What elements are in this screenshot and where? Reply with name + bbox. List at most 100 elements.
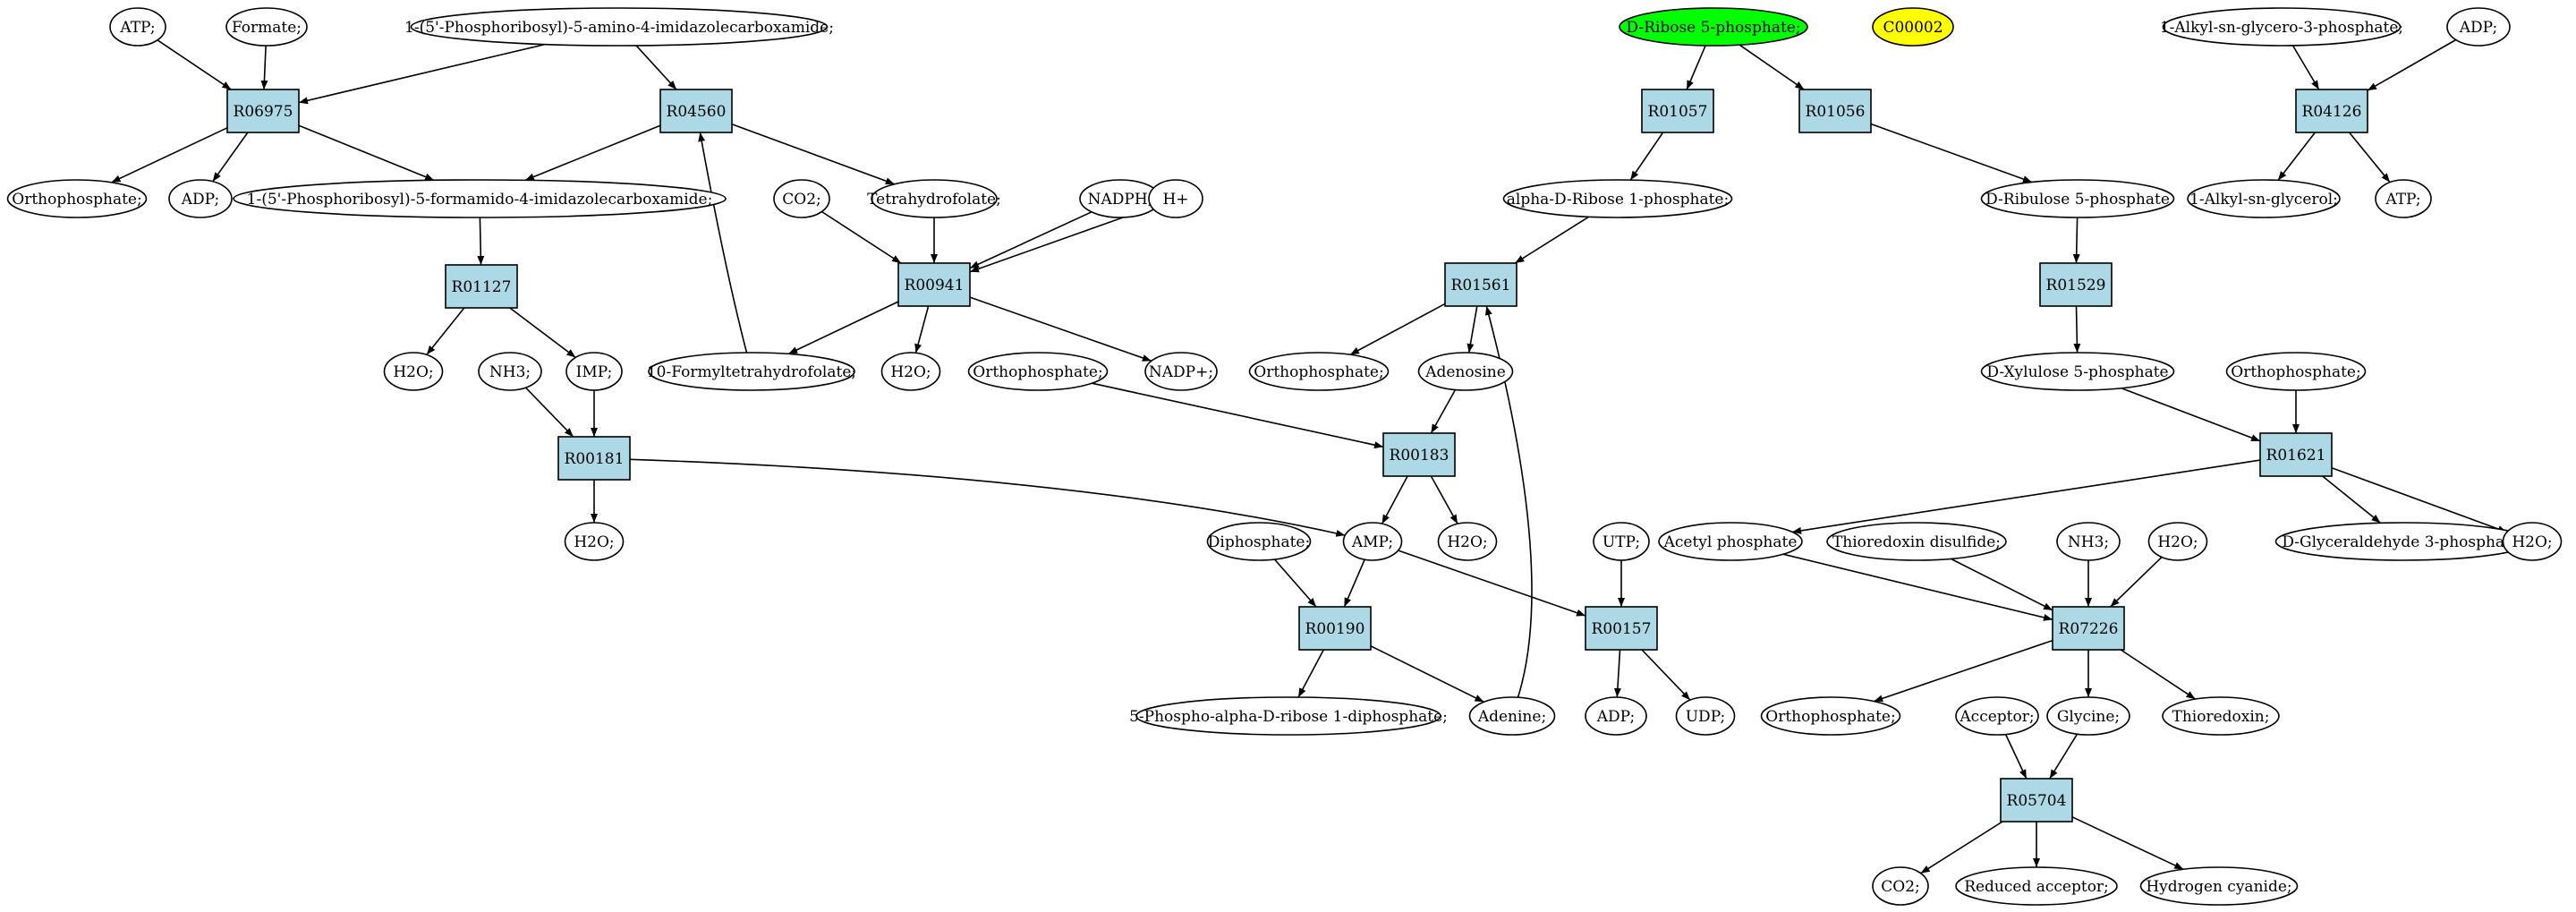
node-label: R04560 <box>667 103 727 121</box>
node-label: ATP; <box>2385 191 2420 209</box>
edge-acetylp-to-r07226 <box>1782 553 2053 621</box>
compound-node-adenosine: Adenosine <box>1417 352 1514 391</box>
node-shape <box>2052 606 2125 651</box>
edge-r00941-to-nadp <box>969 296 1152 362</box>
node-shape <box>233 179 727 218</box>
edge-r04560-to-thf <box>731 123 896 185</box>
edge-aicar-to-r06975 <box>298 43 546 105</box>
compound-node-adp2: ADP; <box>1585 696 1647 736</box>
node-label: ADP; <box>181 191 219 209</box>
compound-node-nh3_1: NH3; <box>478 352 542 391</box>
node-shape <box>773 179 830 218</box>
edge-r00183-to-amp <box>1381 475 1408 524</box>
node-label: Orthophosphate; <box>12 191 141 209</box>
node-shape <box>2162 696 2280 736</box>
edge-co2_1-to-r00941 <box>820 210 902 264</box>
compound-node-prpp: 5-Phospho-alpha-D-ribose 1-diphosphate; <box>1129 696 1448 736</box>
node-shape <box>1826 522 2007 561</box>
reaction-node-r01561: R01561 <box>1444 262 1518 307</box>
node-shape <box>2375 179 2432 218</box>
node-label: IMP; <box>576 363 613 381</box>
edge-amp-to-r00157 <box>1398 550 1586 617</box>
node-shape <box>967 352 1109 391</box>
edge-r00181-to-amp <box>629 458 1346 537</box>
compound-node-hplus: H+ <box>1148 179 1203 218</box>
compound-node-orthophosphate1: Orthophosphate; <box>6 179 148 218</box>
compound-node-redacceptor: Reduced acceptor; <box>1955 866 2118 906</box>
edge-r00183-to-h2o4 <box>1430 475 1458 524</box>
edge-r01127-to-imp <box>509 307 576 359</box>
node-shape <box>1593 522 1650 561</box>
node-label: Thioredoxin disulfide; <box>1832 533 2001 551</box>
compound-node-fthf: 10-Formyltetrahydrofolate; <box>647 352 856 391</box>
node-label: Hydrogen cyanide; <box>2146 878 2291 896</box>
node-label: R00941 <box>905 277 965 294</box>
compound-node-h2o4: H2O; <box>1437 522 1498 561</box>
edge-r00157-to-adp2 <box>1613 649 1621 698</box>
compound-node-udp: UDP; <box>1675 696 1736 736</box>
edge-r06975-to-faicar <box>298 124 435 182</box>
node-label: UDP; <box>1686 708 1726 726</box>
compound-node-diphosphate: Diphosphate; <box>1206 522 1312 561</box>
edge-r5p-to-r01057 <box>1686 45 1706 90</box>
edge-r01057-to-ar1p <box>1629 132 1664 181</box>
compound-node-adenine: Adenine; <box>1468 696 1556 736</box>
node-shape <box>1417 352 1514 391</box>
node-shape <box>2259 432 2333 477</box>
edge-fthf-to-r04560 <box>698 132 748 354</box>
compound-node-ru5p: D-Ribulose 5-phosphate <box>1980 179 2175 218</box>
nodes-layer: ATP;Formate;1-(5'-Phosphoribosyl)-5-amin… <box>6 7 2563 906</box>
compound-node-atp2: ATP; <box>2375 179 2432 218</box>
node-label: R07226 <box>2059 620 2119 638</box>
reaction-node-r06975: R06975 <box>226 89 300 133</box>
edge-r06975-to-orthophosphate1 <box>111 127 228 183</box>
node-label: ADP; <box>1596 708 1635 726</box>
edge-r07226-to-thioredoxin <box>2120 649 2196 700</box>
reaction-node-r00157: R00157 <box>1585 606 1658 651</box>
edge-r00157-to-udp <box>1641 649 1691 701</box>
node-shape <box>2056 522 2121 561</box>
node-label: 10-Formyltetrahydrofolate; <box>647 363 856 381</box>
edge-r04560-to-faicar <box>524 124 661 182</box>
node-shape <box>383 352 444 391</box>
node-shape <box>1675 696 1736 736</box>
edge-r00941-to-h2o3 <box>914 305 930 354</box>
node-label: Thioredoxin; <box>2172 708 2270 726</box>
compound-node-co2_1: CO2; <box>773 179 830 218</box>
edge-formate-to-r06975 <box>260 45 268 90</box>
compound-node-xu5p: D-Xylulose 5-phosphate <box>1980 352 2175 391</box>
node-shape <box>1144 352 1218 391</box>
node-shape <box>1658 522 1803 561</box>
compound-node-orthophosphate4: Orthophosphate; <box>2225 352 2367 391</box>
compound-node-thioredoxin: Thioredoxin; <box>2162 696 2280 736</box>
node-shape <box>1872 866 1929 906</box>
edge-nh3_1-to-r00181 <box>525 387 574 438</box>
node-shape <box>1502 179 1733 218</box>
compound-node-alkylg3p: 1-Alkyl-sn-glycero-3-phosphate; <box>2160 7 2403 47</box>
node-shape <box>1872 7 1954 47</box>
node-shape <box>478 352 542 391</box>
node-shape <box>2162 7 2402 47</box>
node-label: H2O; <box>393 363 433 381</box>
compound-node-formate: Formate; <box>225 7 308 47</box>
node-shape <box>1760 696 1901 736</box>
node-shape <box>1619 7 1808 47</box>
node-shape <box>1798 89 1872 133</box>
reaction-node-r01127: R01127 <box>445 264 518 309</box>
compound-node-faicar: 1-(5'-Phosphoribosyl)-5-formamido-4-imid… <box>233 179 727 218</box>
compound-node-hcn: Hydrogen cyanide; <box>2139 866 2299 906</box>
compound-node-h2o6: H2O; <box>2147 522 2208 561</box>
node-label: Orthophosphate; <box>973 363 1102 381</box>
node-shape <box>6 179 148 218</box>
node-shape <box>1641 89 1714 133</box>
node-shape <box>880 352 941 391</box>
edge-orthophosphate2-to-r00183 <box>1092 382 1384 449</box>
node-label: 1-Alkyl-sn-glycero-3-phosphate; <box>2160 19 2403 37</box>
node-label: H+ <box>1162 191 1188 209</box>
node-label: UTP; <box>1603 533 1640 551</box>
node-shape <box>2139 866 2299 906</box>
node-label: NADPH; <box>1088 191 1153 209</box>
node-shape <box>168 179 233 218</box>
node-label: ATP; <box>119 19 155 37</box>
